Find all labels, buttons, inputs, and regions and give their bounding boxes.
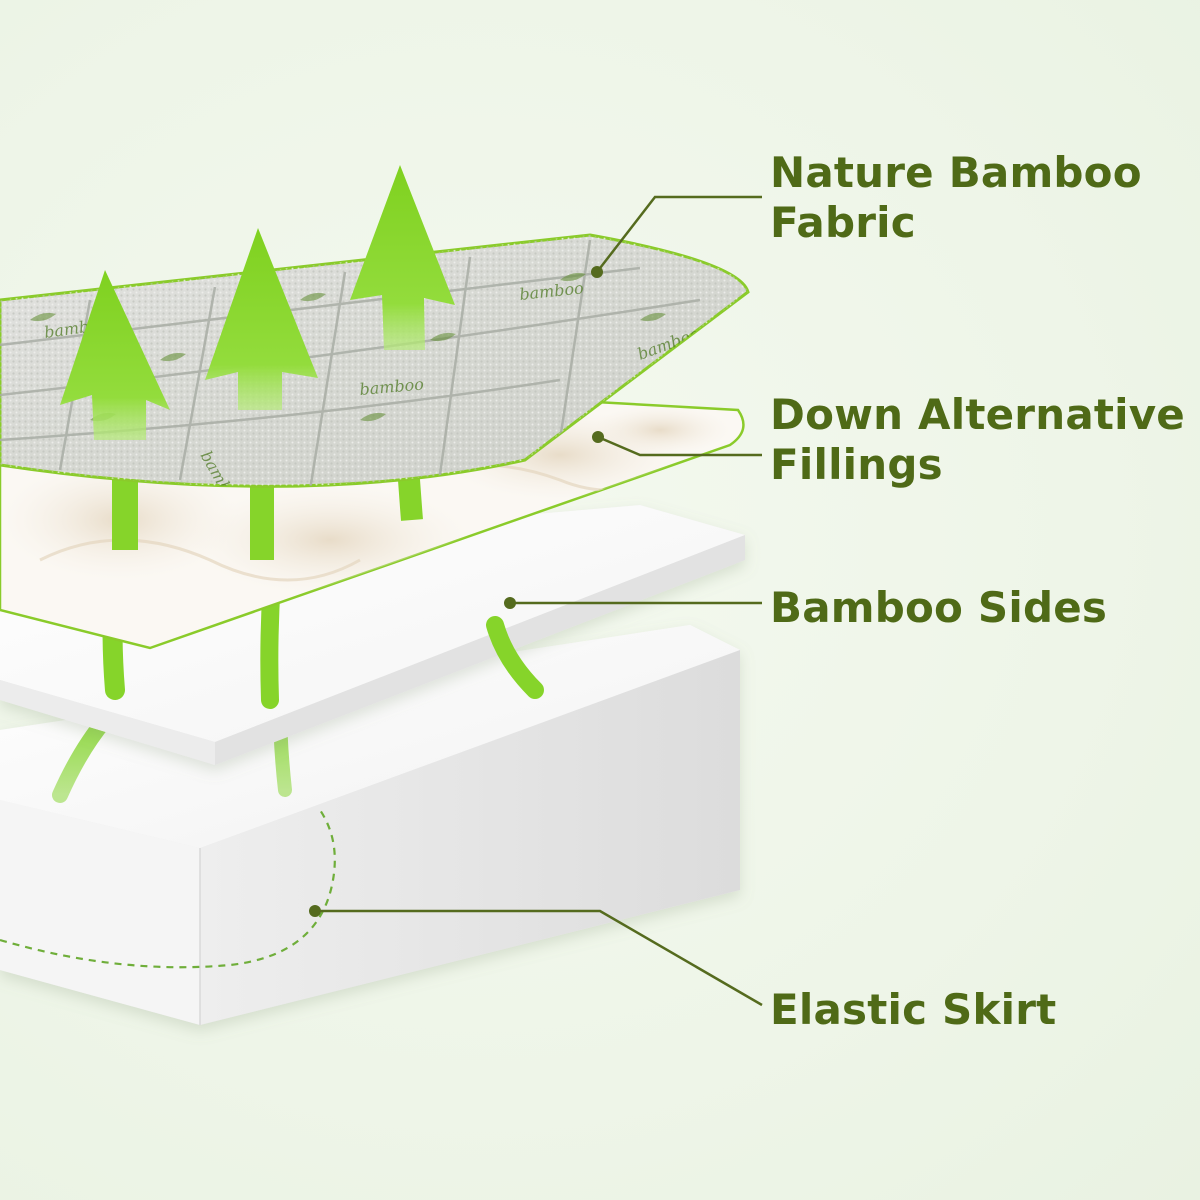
callout-line: Bamboo Sides (770, 583, 1108, 632)
callout-elastic-skirt: Elastic Skirt (770, 985, 1056, 1035)
callout-line: Nature Bamboo (770, 148, 1142, 197)
callout-line: Elastic Skirt (770, 985, 1057, 1034)
leader-lines (315, 195, 763, 1007)
callout-nature-bamboo-fabric: Nature Bamboo Fabric (770, 148, 1142, 248)
callout-line: Fabric (770, 198, 916, 247)
leader-line-fabric (596, 195, 762, 273)
leader-line-fillings (597, 435, 762, 457)
airflow-arrow-icon (205, 228, 318, 410)
airflow-arrow-icon (350, 165, 455, 350)
elastic-band-dashed-line (0, 809, 336, 969)
leader-line-skirt (315, 909, 763, 1007)
callout-line: Fillings (770, 440, 943, 489)
callout-down-alternative-fillings: Down Alternative Fillings (770, 390, 1185, 490)
airflow-arrows (60, 165, 455, 440)
callout-line: Down Alternative (770, 390, 1185, 439)
callout-bamboo-sides: Bamboo Sides (770, 583, 1107, 633)
leader-dots (309, 266, 604, 917)
airflow-arrow-icon (60, 270, 170, 440)
